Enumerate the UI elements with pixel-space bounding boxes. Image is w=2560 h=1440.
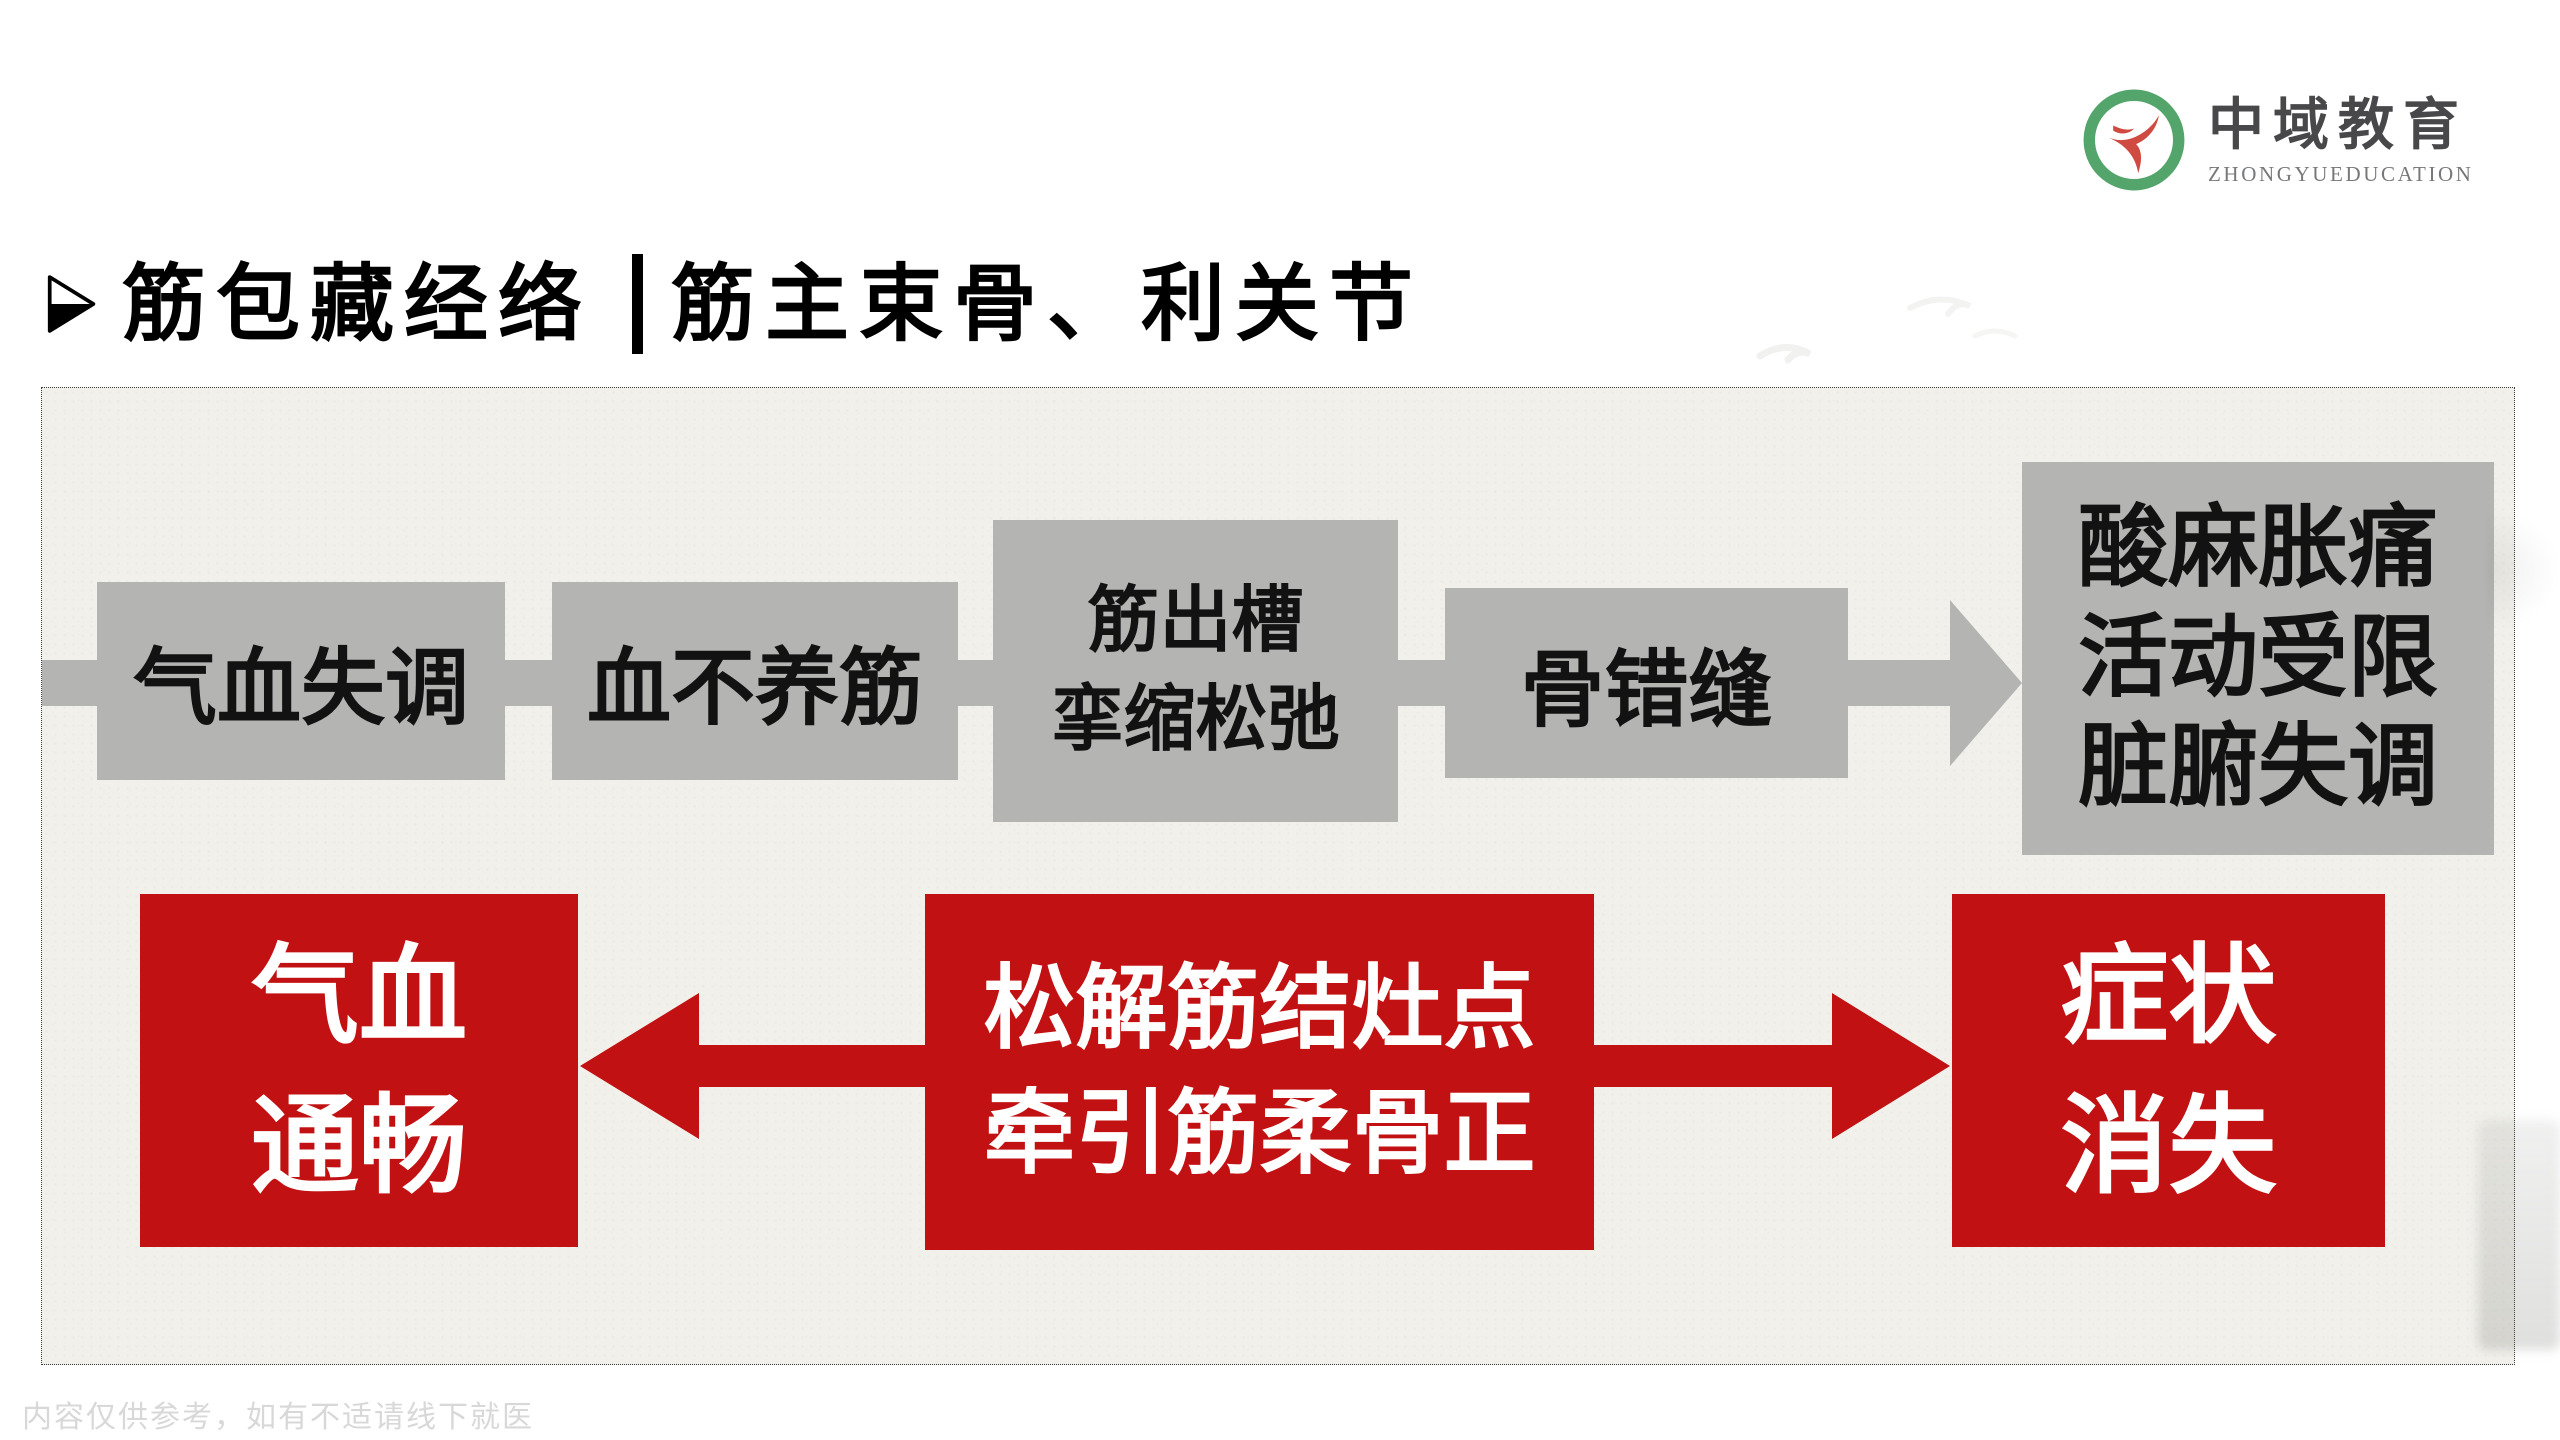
red-arrow-right-icon bbox=[1594, 993, 1950, 1139]
flow-result-symptoms: 酸麻胀痛 活动受限 脏腑失调 bbox=[2022, 462, 2494, 855]
flow-step-label-line: 消失 bbox=[2060, 1084, 2277, 1206]
flow-step-label: 骨错缝 bbox=[1520, 642, 1773, 737]
brand-text: 中域教育 ZHONGYUEDUCATION bbox=[2208, 88, 2474, 187]
heart-swoosh-logo-icon bbox=[2083, 89, 2185, 191]
title-separator-bar bbox=[632, 254, 644, 354]
flow-step-qi-xue-shi-tiao: 气血失调 bbox=[97, 582, 505, 780]
flow-step-label: 气血失调 bbox=[132, 640, 469, 735]
flow-treatment-box: 松解筋结灶点 牵引筋柔骨正 bbox=[925, 894, 1594, 1250]
flow-step-label-line: 通畅 bbox=[250, 1084, 467, 1206]
flow-step-xue-bu-yang-jin: 血不养筋 bbox=[552, 582, 958, 780]
flow-step-label-line: 牵引筋柔骨正 bbox=[983, 1083, 1536, 1185]
faint-birds-watermark bbox=[1756, 296, 2018, 364]
flow-outcome-qi-xue-tong-chang: 气血 通畅 bbox=[140, 894, 578, 1247]
brand-name: 中域教育 bbox=[2208, 93, 2468, 156]
flow-step-label-line: 筋出槽 bbox=[1087, 580, 1304, 661]
disclaimer-text: 内容仅供参考，如有不适请线下就医 bbox=[22, 1401, 534, 1434]
slide-title: 筋包藏经络 筋主束骨、利关节 bbox=[46, 252, 1423, 356]
brand-subtitle: ZHONGYUEDUCATION bbox=[2208, 161, 2474, 186]
brand-logo: 中域教育 ZHONGYUEDUCATION bbox=[2082, 88, 2474, 192]
flow-outcome-symptoms-gone: 症状 消失 bbox=[1952, 894, 2385, 1247]
flow-step-jin-chu-cao: 筋出槽 挛缩松弛 bbox=[993, 520, 1398, 822]
title-part1: 筋包藏经络 bbox=[122, 257, 593, 351]
flow-step-label-line: 脏腑失调 bbox=[2078, 717, 2438, 818]
title-part2: 筋主束骨、利关节 bbox=[671, 257, 1424, 351]
flow-step-label-line: 症状 bbox=[2060, 935, 2277, 1057]
red-arrow-left-icon bbox=[580, 993, 925, 1139]
flow-step-gu-cuo-feng: 骨错缝 bbox=[1445, 588, 1848, 778]
flow-step-label-line: 松解筋结灶点 bbox=[983, 957, 1536, 1060]
arrow-bullet-icon bbox=[47, 275, 96, 333]
flow-step-label-line: 气血 bbox=[250, 935, 467, 1057]
flow-step-label-line: 酸麻胀痛 bbox=[2078, 497, 2438, 598]
gray-arrow-icon bbox=[1950, 600, 2022, 766]
flow-step-label-line: 挛缩松弛 bbox=[1051, 680, 1340, 760]
flow-step-label: 血不养筋 bbox=[586, 640, 923, 735]
flow-step-label-line: 活动受限 bbox=[2078, 607, 2438, 708]
